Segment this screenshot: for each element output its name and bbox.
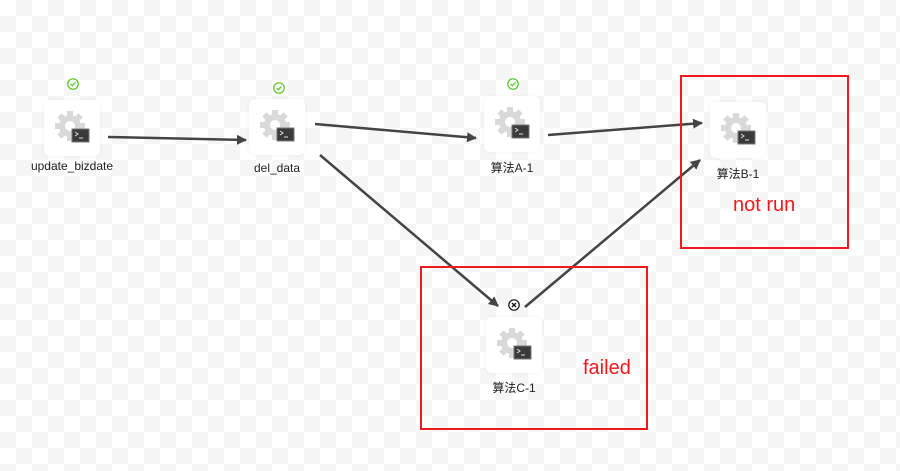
success-check-icon (273, 82, 285, 94)
not-run-annotation: not run (733, 194, 796, 216)
node-b1[interactable] (710, 102, 766, 158)
shell-task-icon (495, 107, 530, 139)
node-update-bizdate[interactable] (44, 100, 100, 156)
node-label: del_data (253, 161, 301, 175)
failed-highlight-box (420, 266, 648, 430)
edge-c1-b1 (524, 159, 701, 308)
edge-update-bizdate-del-data (107, 134, 247, 145)
success-check-icon (507, 78, 519, 90)
node-a1[interactable] (484, 96, 540, 152)
success-check-icon (67, 78, 79, 90)
shell-task-icon (55, 111, 90, 143)
node-label: 算法C-1 (492, 381, 536, 395)
edge-del-data-c1 (319, 154, 499, 307)
not-run-highlight-box (680, 75, 849, 249)
failed-x-icon (508, 299, 520, 311)
shell-task-icon (497, 328, 532, 360)
node-c1[interactable] (486, 317, 542, 373)
node-label: 算法A-1 (490, 161, 534, 175)
node-label: update_bizdate (30, 159, 114, 173)
edge-del-data-a1 (314, 122, 477, 143)
shell-task-icon (260, 110, 295, 142)
node-del-data[interactable] (249, 99, 305, 155)
shell-task-icon (721, 113, 756, 145)
edge-a1-b1 (547, 118, 703, 137)
node-label: 算法B-1 (716, 167, 760, 181)
failed-annotation: failed (583, 357, 631, 379)
